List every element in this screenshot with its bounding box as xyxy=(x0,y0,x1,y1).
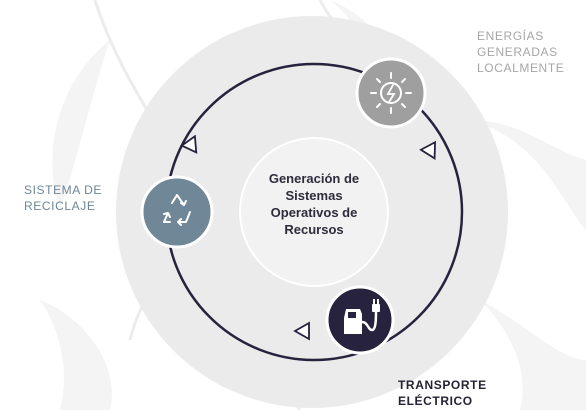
center-title-line: Generación de xyxy=(268,171,360,186)
cycle-arrow-right xyxy=(419,140,437,160)
solar-power-icon xyxy=(370,72,412,114)
transport-node xyxy=(325,285,395,355)
inner-circle xyxy=(239,137,389,287)
energy-node xyxy=(355,57,427,129)
recycle-icon xyxy=(163,194,191,226)
energy-label: ENERGÍAS GENERADAS LOCALMENTE xyxy=(477,28,564,76)
recycle-label-line: RECICLAJE xyxy=(24,199,96,213)
cycle-arrow-bottom xyxy=(293,321,310,341)
center-title-line: Operativos de xyxy=(270,205,358,220)
ev-charger-icon xyxy=(344,299,380,334)
recycle-label: SISTEMA DE RECICLAJE xyxy=(24,182,102,214)
center-title-line: Sistemas xyxy=(285,188,343,203)
transport-label-line: TRANSPORTE xyxy=(398,378,487,392)
center-title: Generación de Sistemas Operativos de Rec… xyxy=(244,170,384,238)
center-title-line: Recursos xyxy=(284,222,344,237)
recycle-label-line: SISTEMA DE xyxy=(24,183,103,197)
energy-label-line: LOCALMENTE xyxy=(477,61,565,75)
transport-label-line: ELÉCTRICO xyxy=(398,394,473,408)
recycle-node xyxy=(140,175,214,249)
transport-label: TRANSPORTE ELÉCTRICO xyxy=(398,377,487,409)
cycle-arrow-left xyxy=(179,134,198,154)
energy-label-line: GENERADAS xyxy=(477,45,558,59)
energy-label-line: ENERGÍAS xyxy=(477,29,544,43)
